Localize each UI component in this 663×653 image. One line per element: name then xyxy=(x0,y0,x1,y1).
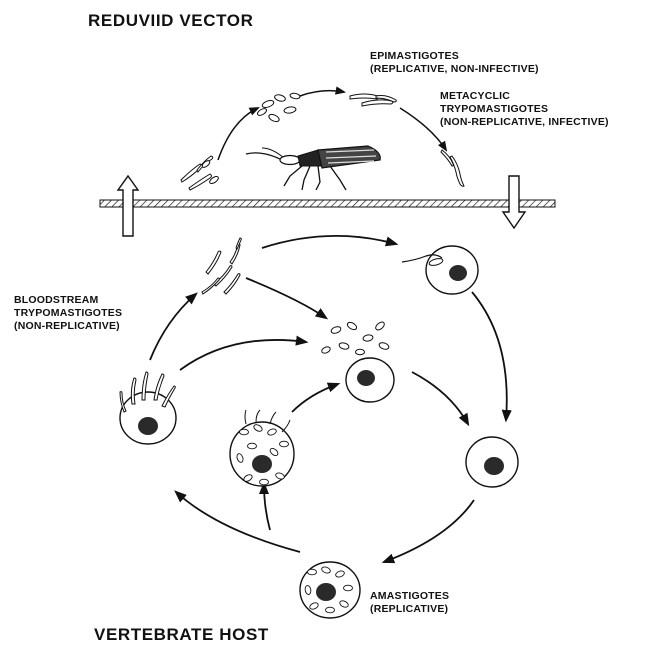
right-cell xyxy=(466,437,518,487)
bloodstream-label-line3: (NON-REPLICATIVE) xyxy=(14,320,122,333)
bloodstream-label: BLOODSTREAM TRYPOMASTIGOTES (NON-REPLICA… xyxy=(14,294,122,333)
bloodstream-trypomastigotes xyxy=(202,238,241,294)
host-title: VERTEBRATE HOST xyxy=(94,624,269,645)
infected-cell-middle xyxy=(230,410,294,486)
metacyclic-label-line2: TRYPOMASTIGOTES xyxy=(440,103,609,116)
epimastigote-cluster xyxy=(256,93,300,123)
bloodstream-label-line1: BLOODSTREAM xyxy=(14,294,122,307)
invaded-cell xyxy=(402,246,478,294)
amastigotes-label-line2: (REPLICATIVE) xyxy=(370,603,449,616)
epimastigotes xyxy=(350,94,396,106)
bloodstream-label-line2: TRYPOMASTIGOTES xyxy=(14,307,122,320)
amastigote-cell xyxy=(300,562,360,618)
bursting-cell-left xyxy=(120,372,176,444)
metacyclic-label: METACYCLIC TRYPOMASTIGOTES (NON-REPLICAT… xyxy=(440,90,609,129)
released-parasites xyxy=(321,320,390,354)
epimastigotes-label-line2: (REPLICATIVE, NON-INFECTIVE) xyxy=(370,63,539,76)
metacyclic-label-line1: METACYCLIC xyxy=(440,90,609,103)
epimastigotes-label-line1: EPIMASTIGOTES xyxy=(370,50,539,63)
boundary-bar xyxy=(100,200,555,207)
metacyclic-trypomastigotes xyxy=(441,150,464,186)
center-cell xyxy=(346,358,394,402)
metacyclic-label-line3: (NON-REPLICATIVE, INFECTIVE) xyxy=(440,116,609,129)
reduviid-bug xyxy=(246,146,380,190)
amastigotes-label: AMASTIGOTES (REPLICATIVE) xyxy=(370,590,449,616)
epimastigotes-label: EPIMASTIGOTES (REPLICATIVE, NON-INFECTIV… xyxy=(370,50,539,76)
amastigotes-label-line1: AMASTIGOTES xyxy=(370,590,449,603)
ingested-trypomastigotes xyxy=(181,156,220,190)
vector-title: REDUVIID VECTOR xyxy=(88,10,254,31)
